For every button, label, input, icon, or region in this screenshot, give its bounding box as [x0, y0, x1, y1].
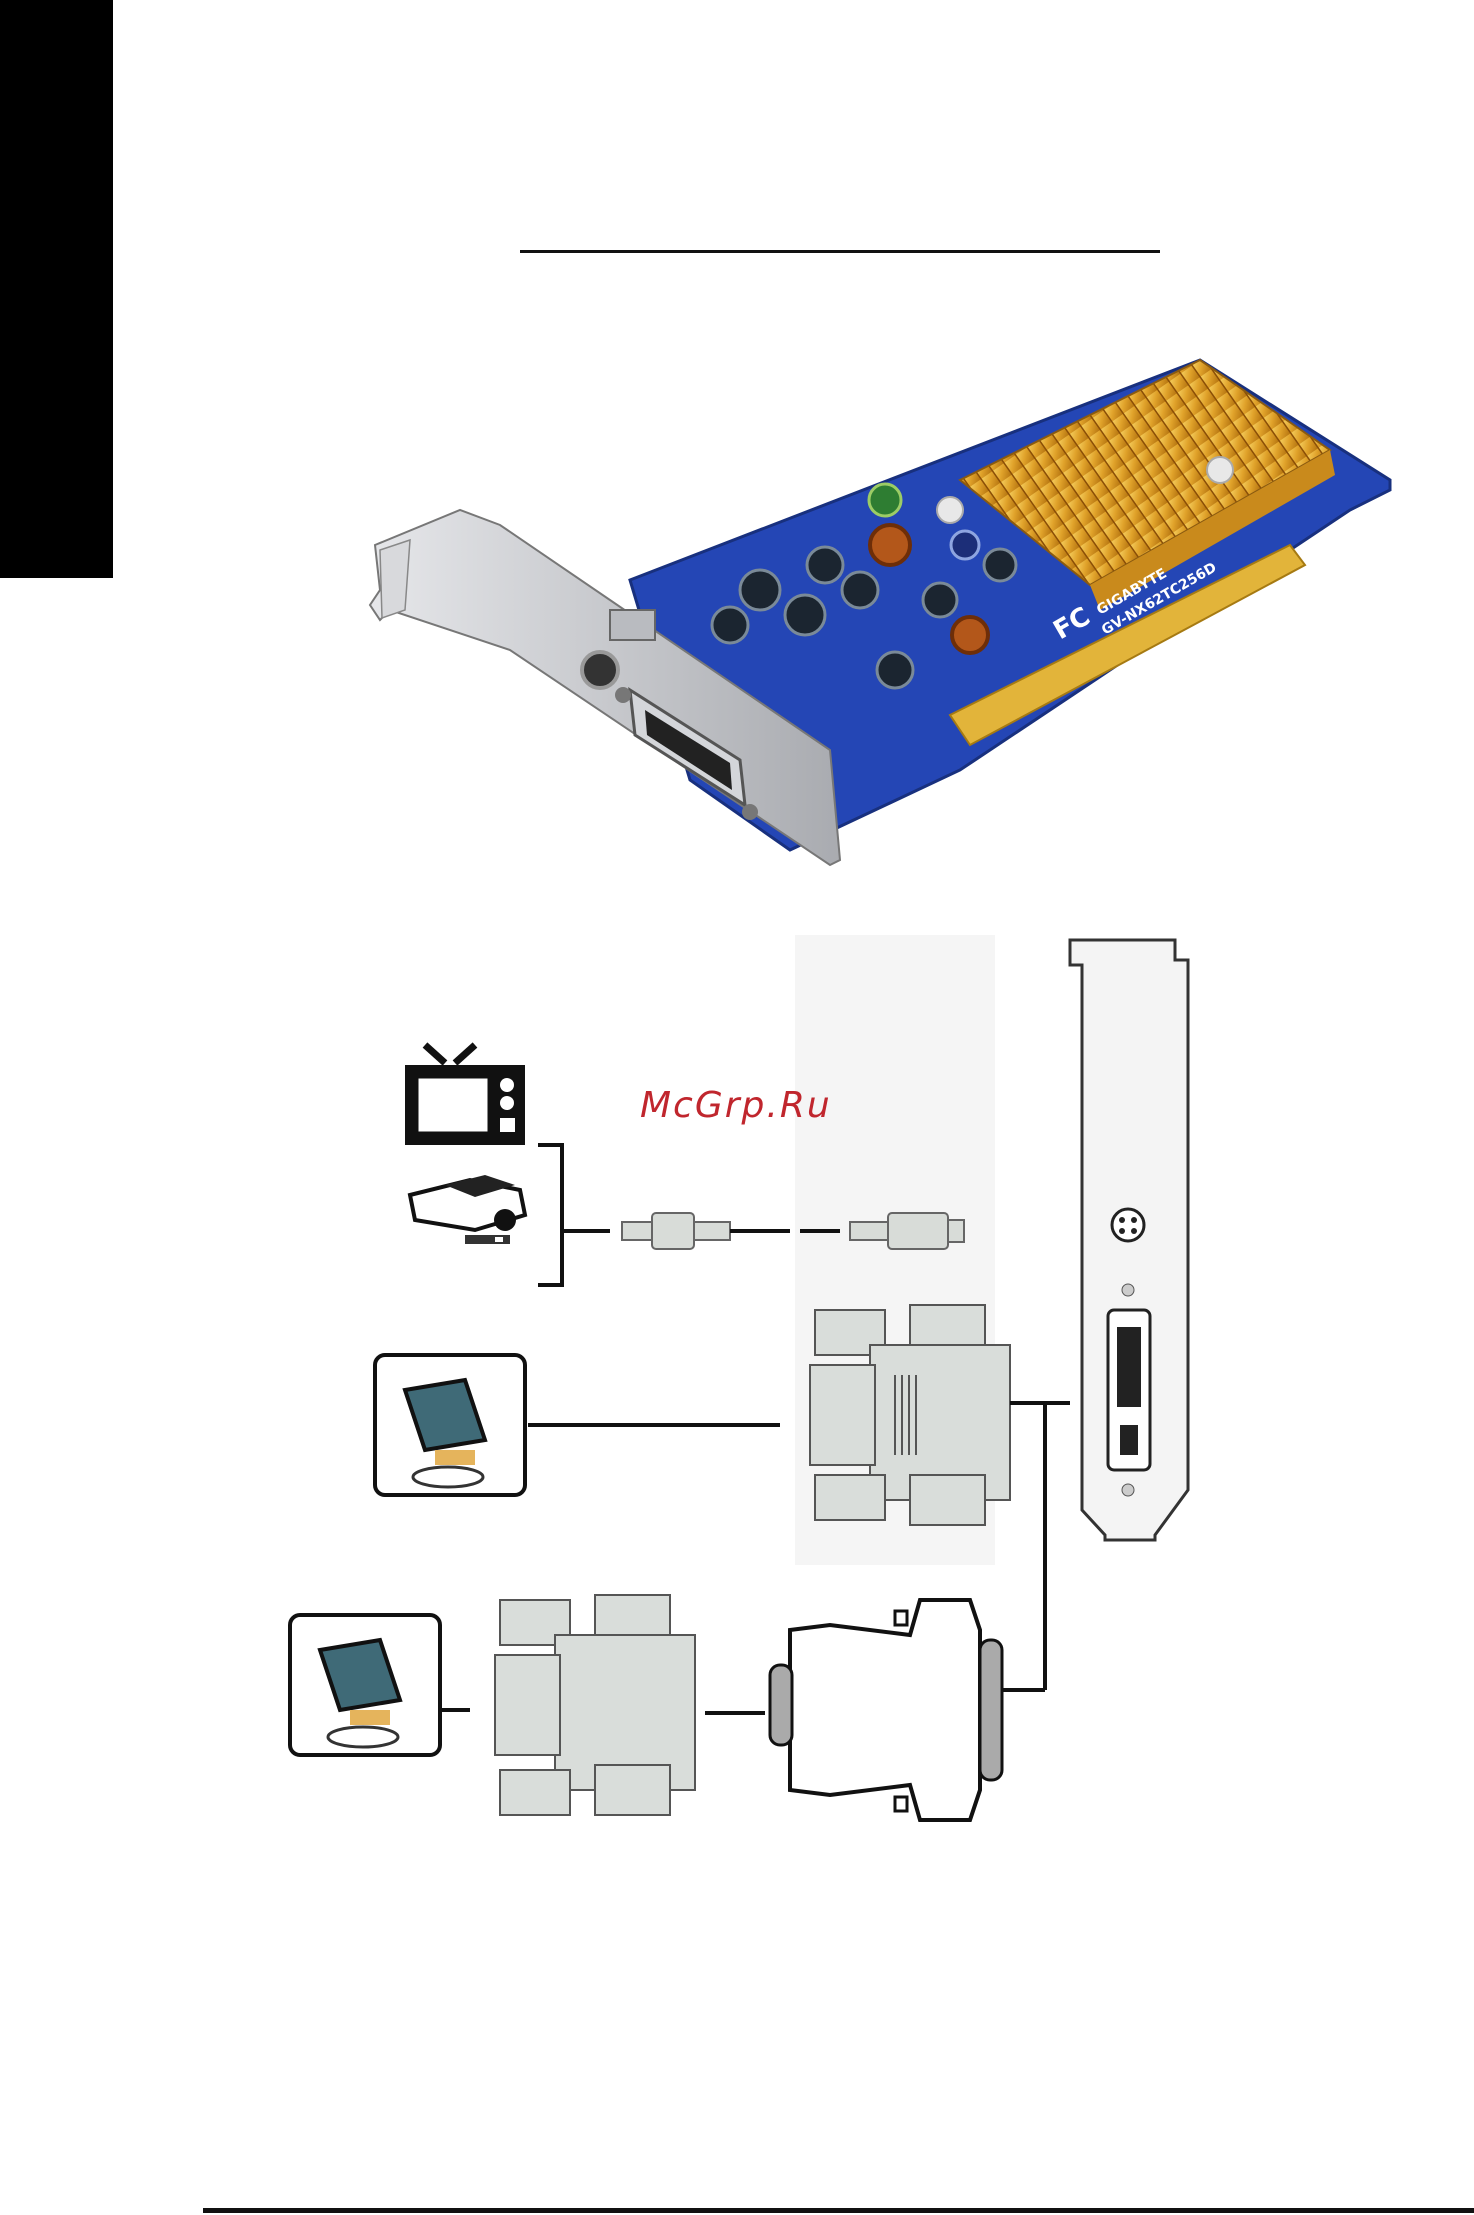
vga-connector-icon [495, 1595, 695, 1815]
svideo-port-outline [1112, 1209, 1144, 1241]
watermark-text: McGrp.Ru [640, 1085, 832, 1126]
footer-rule [203, 2208, 1474, 2213]
black-side-tab [0, 0, 113, 578]
svideo-port [582, 652, 618, 688]
dvi-to-vga-adapter-icon [770, 1600, 1002, 1820]
heading-rule [520, 250, 1160, 253]
monitor-icon [375, 1355, 525, 1495]
bracket-outline [1070, 940, 1188, 1540]
tv-icon [405, 1045, 525, 1145]
dvi-connector-icon [810, 1305, 1010, 1525]
monitor-icon-2 [290, 1615, 440, 1755]
projector-icon [410, 1175, 525, 1244]
svideo-cable-icon [622, 1213, 964, 1249]
connection-diagram [270, 935, 1230, 1835]
graphics-card-photo: GIGABYTE GV-NX62TC256D FC [360, 350, 1400, 870]
